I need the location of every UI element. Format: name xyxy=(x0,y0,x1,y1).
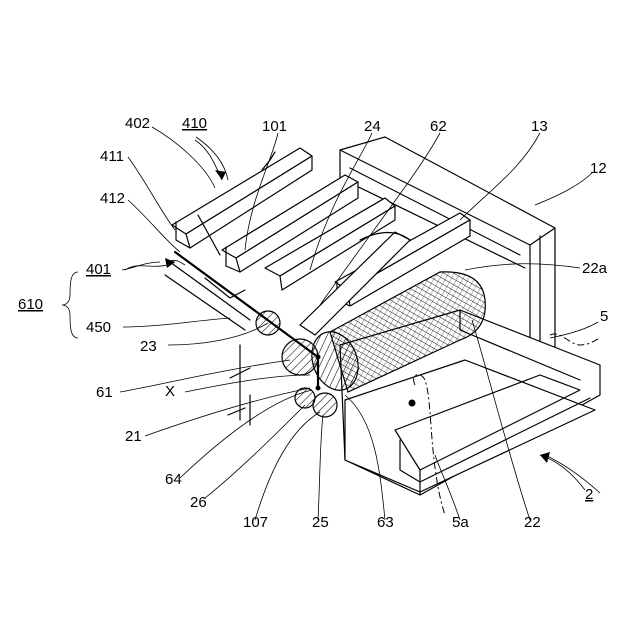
roller-25 xyxy=(313,393,337,417)
label-5: 5 xyxy=(600,308,608,325)
label-402: 402 xyxy=(125,115,150,132)
label-X: X xyxy=(165,383,175,400)
label-2: 2 xyxy=(585,486,593,503)
label-64: 64 xyxy=(165,471,182,488)
label-62: 62 xyxy=(430,118,447,135)
side-plate xyxy=(228,345,250,425)
label-411: 411 xyxy=(100,148,124,165)
label-61: 61 xyxy=(96,384,113,401)
arrow-410 xyxy=(195,140,226,180)
label-23: 23 xyxy=(140,338,157,355)
label-101: 101 xyxy=(262,118,287,135)
label-450: 450 xyxy=(86,319,111,336)
label-22: 22 xyxy=(524,514,541,531)
label-13: 13 xyxy=(531,118,548,135)
brace-610 xyxy=(62,272,78,338)
label-22a: 22a xyxy=(582,260,608,277)
label-5a: 5a xyxy=(452,514,469,531)
label-12: 12 xyxy=(590,160,607,177)
label-25: 25 xyxy=(312,514,329,531)
arrow-401 xyxy=(125,258,175,270)
label-610: 610 xyxy=(18,296,43,313)
label-412: 412 xyxy=(100,190,125,207)
label-410: 410 xyxy=(182,115,207,132)
label-26: 26 xyxy=(190,494,207,511)
label-401: 401 xyxy=(86,261,111,278)
label-63: 63 xyxy=(377,514,394,531)
arrow-2 xyxy=(540,452,585,490)
label-24: 24 xyxy=(364,118,381,135)
label-21: 21 xyxy=(125,428,142,445)
label-107: 107 xyxy=(243,514,268,531)
